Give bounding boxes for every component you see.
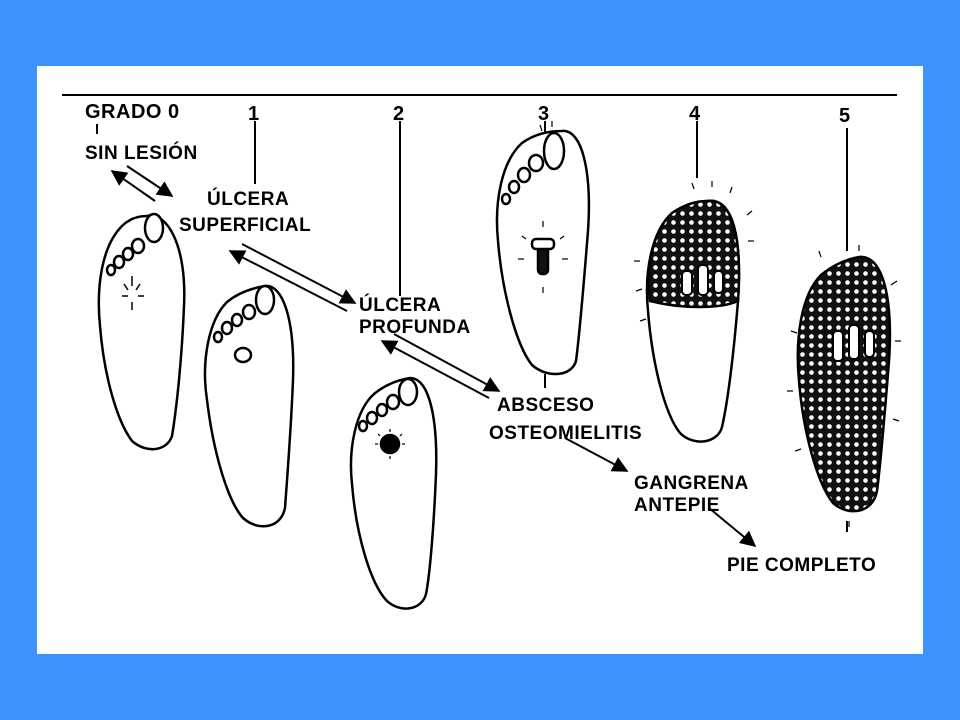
stage-ulcera-profunda-line2: PROFUNDA	[359, 317, 471, 338]
grade-timeline	[62, 94, 897, 532]
foot-grade-2	[349, 376, 438, 610]
stage-gangrena-antepie-line1: GANGRENA	[634, 473, 749, 494]
stage-ulcera-superficial-line2: SUPERFICIAL	[179, 215, 312, 236]
foot-grade-5	[787, 245, 901, 527]
grade-label-5: 5	[839, 105, 851, 127]
wagner-classification-diagram	[62, 94, 901, 610]
grade-label-1: 1	[248, 103, 260, 125]
foot-grade-3	[495, 121, 591, 376]
stage-osteomielitis: OSTEOMIELITIS	[489, 423, 643, 444]
stage-pie-completo: PIE COMPLETO	[727, 555, 877, 576]
diagram-panel: GRADO 0 1 2 3 4 5 SIN LESIÓN ÚLCERA SUPE…	[37, 66, 923, 654]
stage-ulcera-profunda-line1: ÚLCERA	[359, 295, 442, 316]
grade-label-2: 2	[393, 103, 405, 125]
foot-grade-1	[203, 284, 295, 528]
stage-absceso: ABSCESO	[497, 395, 595, 416]
grade-label-4: 4	[689, 103, 701, 125]
foot-grade-4	[634, 181, 754, 443]
grade-label-3: 3	[538, 103, 550, 125]
stage-gangrena-antepie-line2: ANTEPIE	[634, 495, 720, 516]
progression-arrows	[110, 165, 757, 548]
foot-grade-0	[97, 212, 186, 451]
stage-sin-lesion: SIN LESIÓN	[85, 143, 198, 164]
stage-ulcera-superficial-line1: ÚLCERA	[207, 189, 290, 210]
grade-label-0: GRADO 0	[85, 101, 180, 123]
